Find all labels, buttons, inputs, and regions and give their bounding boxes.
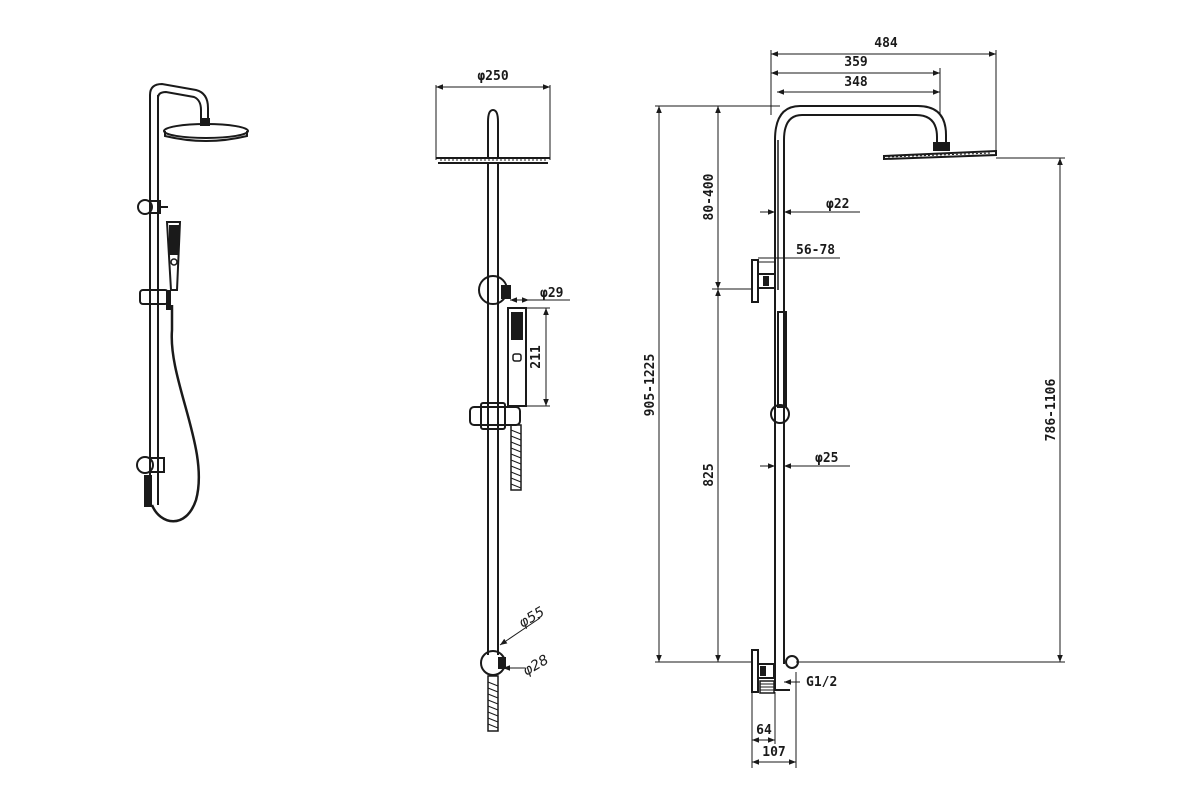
- front-view: φ250 φ29 211 φ55 φ28: [435, 69, 570, 732]
- dim-height-range: 905-1225: [643, 354, 658, 417]
- dim-upper-pipe-diameter: φ22: [826, 197, 849, 212]
- dim-lower-pipe-diameter: φ25: [815, 451, 838, 466]
- dim-total-depth: 107: [762, 745, 785, 760]
- dim-lower-length: 825: [702, 463, 717, 486]
- side-view: 484 359 348 φ22 56-78: [643, 36, 1065, 768]
- dim-thread-size: G1/2: [806, 675, 837, 690]
- dim-valve-diameter: φ28: [520, 652, 552, 679]
- dim-handset-length: 211: [529, 345, 544, 369]
- dim-bracket-distance: 56-78: [796, 243, 835, 258]
- dim-arm-reach: 359: [844, 55, 867, 70]
- dim-head-height-range: 786-1106: [1044, 379, 1059, 442]
- dim-adjust-range: 80-400: [702, 173, 717, 220]
- dim-escutcheon-diameter: φ55: [516, 604, 548, 631]
- dim-head-diameter: φ250: [477, 69, 508, 84]
- dim-bracket-diameter: φ29: [540, 286, 563, 301]
- perspective-view: [136, 82, 249, 523]
- dim-arm-inner: 348: [844, 75, 868, 90]
- dim-total-reach: 484: [874, 36, 898, 51]
- dim-wall-offset: 64: [756, 723, 772, 738]
